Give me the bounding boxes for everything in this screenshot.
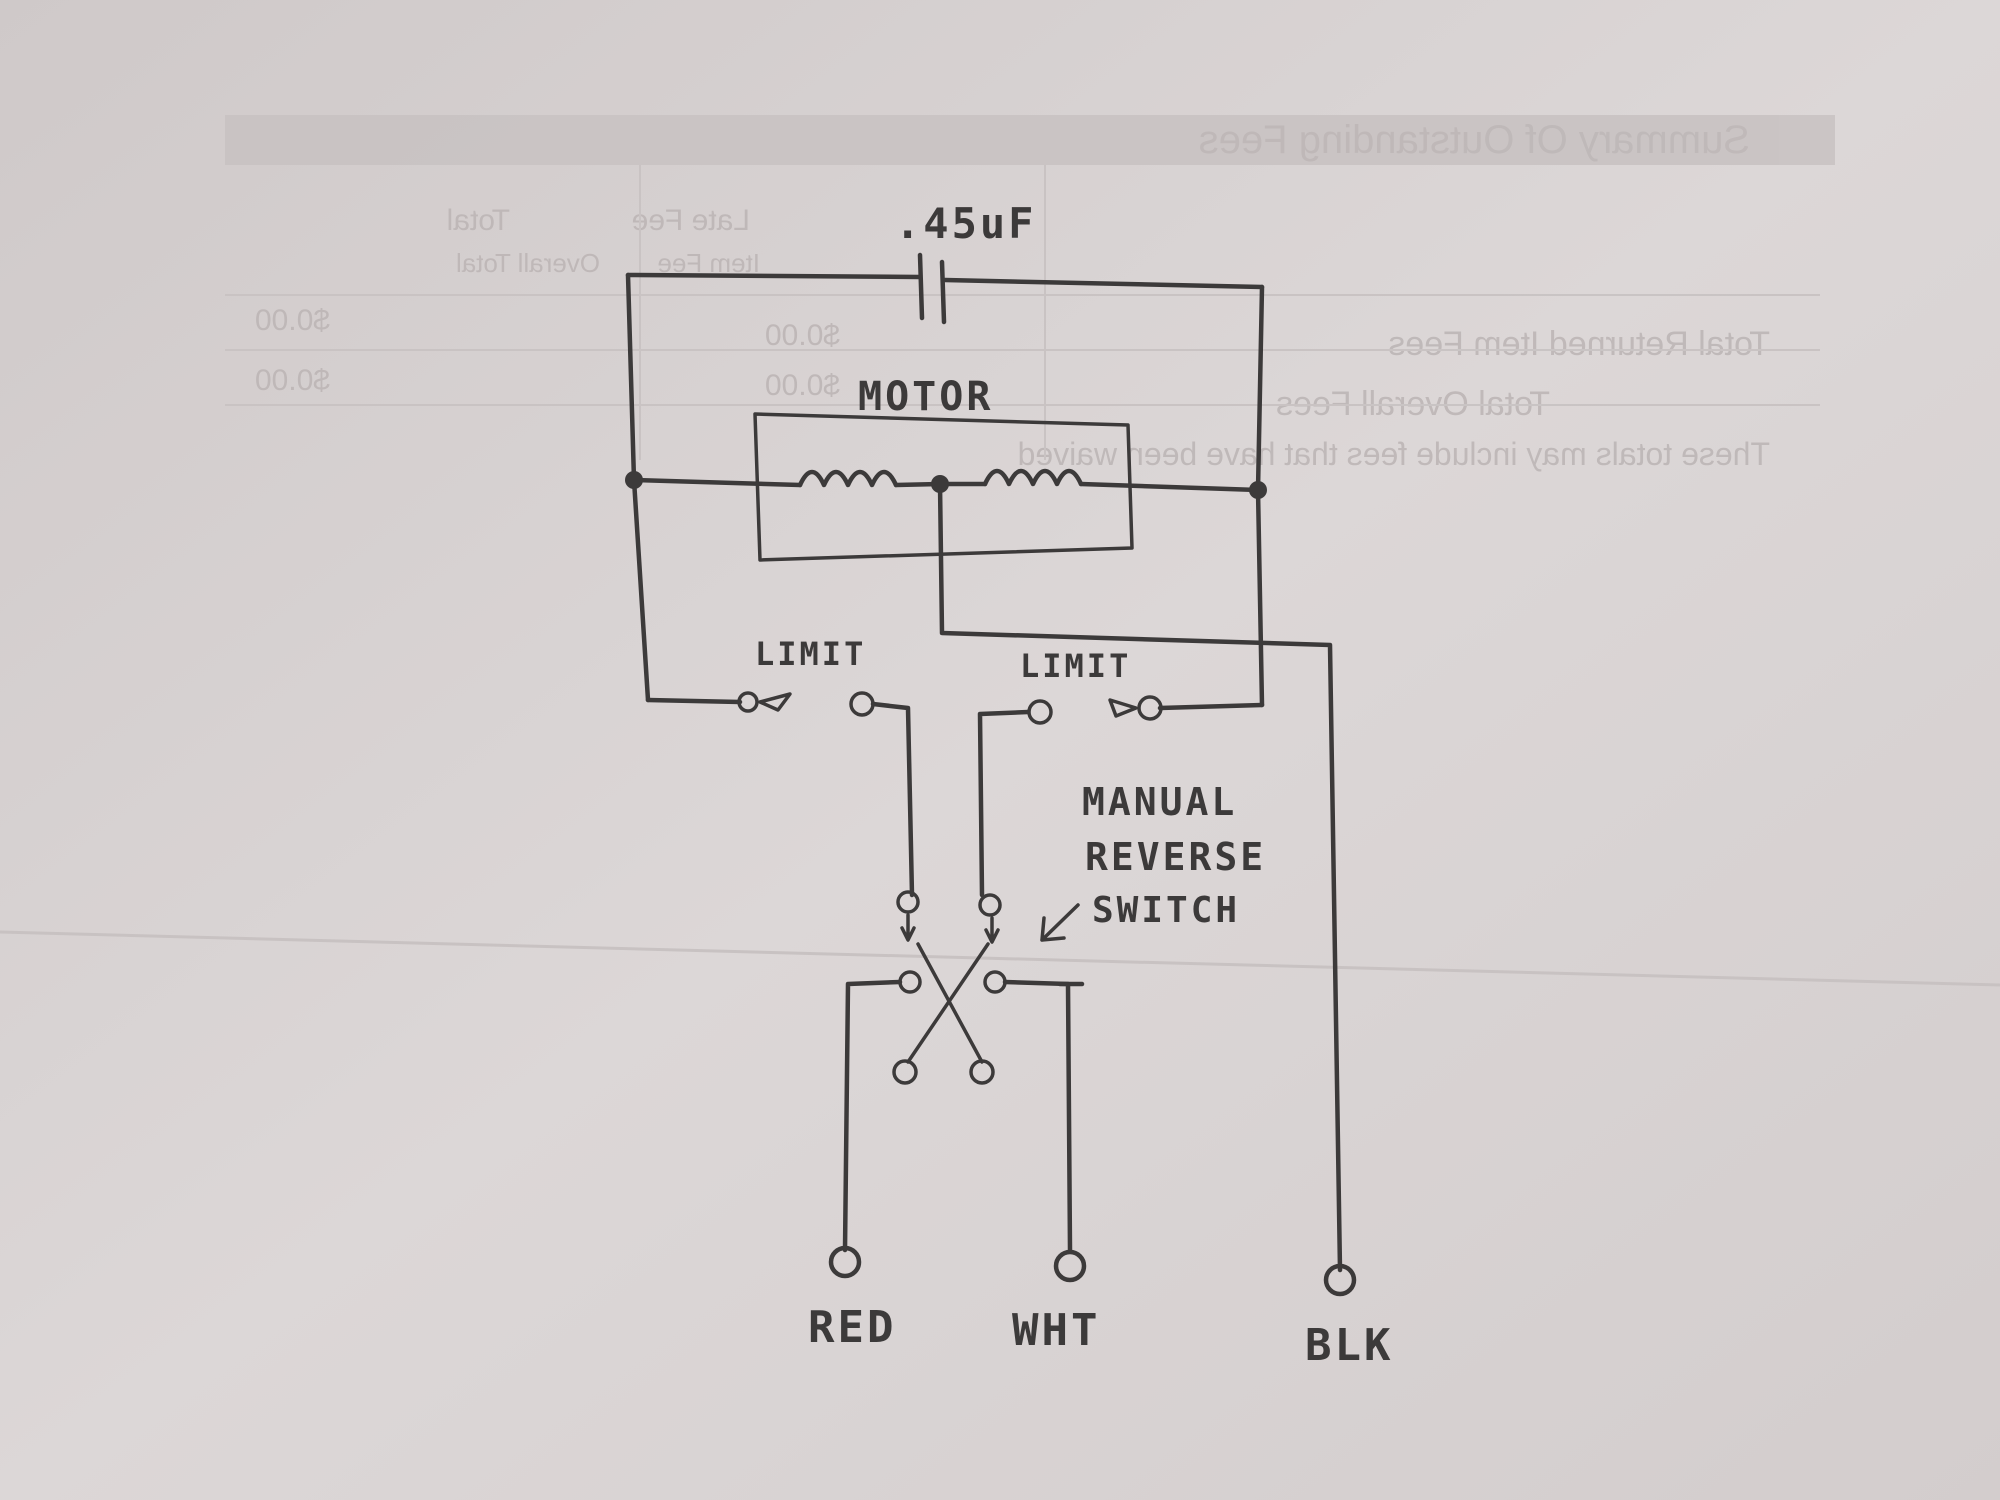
red-wire bbox=[842, 979, 903, 1253]
limit-right-contact-a bbox=[1137, 695, 1163, 721]
limit-left-wire-out bbox=[870, 701, 915, 898]
form-note: These totals may include fees that have … bbox=[1018, 436, 1770, 472]
form-row-2-total: $0.00 bbox=[255, 364, 330, 397]
switch-terminal-bottom-left bbox=[892, 1059, 918, 1085]
form-row-2-fee: $0.00 bbox=[765, 369, 840, 402]
limit-left-diode-icon bbox=[758, 692, 792, 712]
wire-label-blk: BLK bbox=[1305, 1320, 1393, 1371]
winding-right-icon bbox=[982, 468, 1084, 487]
paper-fold bbox=[0, 930, 2000, 987]
limit-left-label: LIMIT bbox=[755, 635, 866, 673]
blk-terminal bbox=[1323, 1263, 1357, 1297]
limit-right-wire-out bbox=[977, 709, 1031, 898]
form-row-1-total: $0.00 bbox=[255, 304, 330, 337]
circuit: .45uF MOTOR BLK LIMIT LIMIT bbox=[625, 199, 1393, 1371]
capacitor-label: .45uF bbox=[895, 199, 1036, 248]
winding-left-icon bbox=[797, 469, 899, 488]
capacitor-plate-right bbox=[939, 259, 947, 325]
switch-pole-left-icon bbox=[900, 913, 916, 942]
motor-lead-left bbox=[631, 477, 803, 488]
form-row-1-label: Total Returned Item Fees bbox=[1388, 325, 1770, 363]
switch-label-line2: REVERSE bbox=[1085, 835, 1266, 879]
limit-left-wire-in bbox=[645, 697, 743, 705]
limit-right-label: LIMIT bbox=[1020, 647, 1131, 685]
motor-lead-right bbox=[1078, 481, 1261, 493]
capacitor-wire-right bbox=[942, 277, 1265, 290]
switch-terminal-top-left bbox=[896, 890, 920, 914]
switch-label-line3: SWITCH bbox=[1092, 890, 1240, 931]
form-header-bar bbox=[225, 115, 1835, 165]
wire-label-red: RED bbox=[808, 1302, 896, 1353]
form-title: Summary Of Outstanding Fees bbox=[1199, 118, 1750, 162]
form-col-total: Total bbox=[447, 204, 510, 237]
form-subhead-fee: Item Fee bbox=[657, 248, 760, 278]
center-tap-wire bbox=[937, 481, 1343, 1273]
limit-right-wire-in bbox=[1157, 702, 1265, 711]
switch-terminal-top-right bbox=[978, 893, 1002, 917]
form-row-1-fee: $0.00 bbox=[765, 319, 840, 352]
red-terminal bbox=[828, 1245, 862, 1279]
junction-left bbox=[625, 471, 643, 489]
motor-label: MOTOR bbox=[858, 374, 993, 420]
switch-pointer-arrow-icon bbox=[1040, 903, 1080, 942]
limit-right-diode-icon bbox=[1108, 698, 1138, 718]
form-col-late-fee: Late Fee bbox=[632, 204, 750, 237]
switch-cross-b bbox=[906, 942, 990, 1064]
motor-housing bbox=[753, 412, 1134, 562]
switch-label-line1: MANUAL bbox=[1082, 780, 1237, 824]
wire-label-wht: WHT bbox=[1012, 1305, 1100, 1356]
form-subhead-total: Overall Total bbox=[456, 248, 600, 278]
wht-terminal bbox=[1053, 1249, 1087, 1283]
limit-left-contact-a bbox=[737, 691, 759, 713]
junction-right bbox=[1249, 481, 1267, 499]
capacitor-wire-left bbox=[625, 272, 923, 280]
background-form: Summary Of Outstanding Fees Total Late F… bbox=[225, 115, 1835, 472]
switch-pole-right-icon bbox=[984, 916, 1000, 944]
capacitor-plate-left bbox=[917, 252, 925, 321]
